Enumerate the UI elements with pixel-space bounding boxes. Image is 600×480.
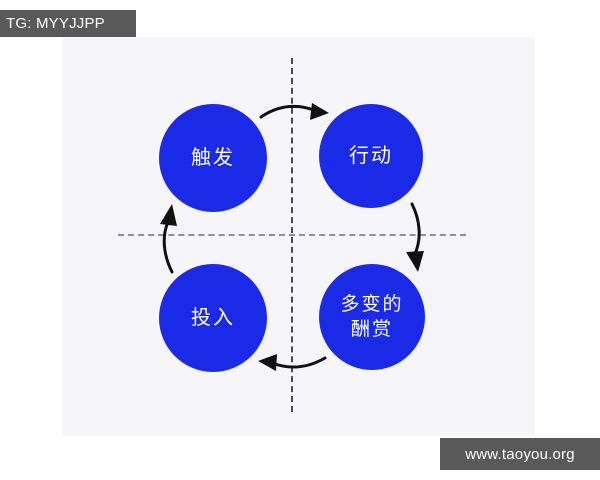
bottom-watermark-badge: www.taoyou.org (440, 438, 600, 470)
node-action-label: 行动 (349, 144, 393, 167)
node-variable-reward[interactable]: 多变的 酬赏 (319, 264, 425, 370)
node-investment[interactable]: 投入 (159, 264, 267, 372)
node-investment-label: 投入 (191, 306, 235, 329)
node-variable-reward-label-line1: 多变的 (340, 293, 404, 315)
top-watermark-text: TG: MYYJJPP (6, 15, 105, 32)
bottom-watermark-text: www.taoyou.org (465, 445, 575, 463)
diagram-panel (62, 37, 535, 436)
node-action[interactable]: 行动 (319, 104, 423, 208)
node-trigger[interactable]: 触发 (159, 104, 267, 212)
top-watermark-badge: TG: MYYJJPP (0, 10, 136, 37)
node-trigger-label: 触发 (191, 146, 235, 169)
node-variable-reward-label-line2: 酬赏 (350, 318, 393, 340)
